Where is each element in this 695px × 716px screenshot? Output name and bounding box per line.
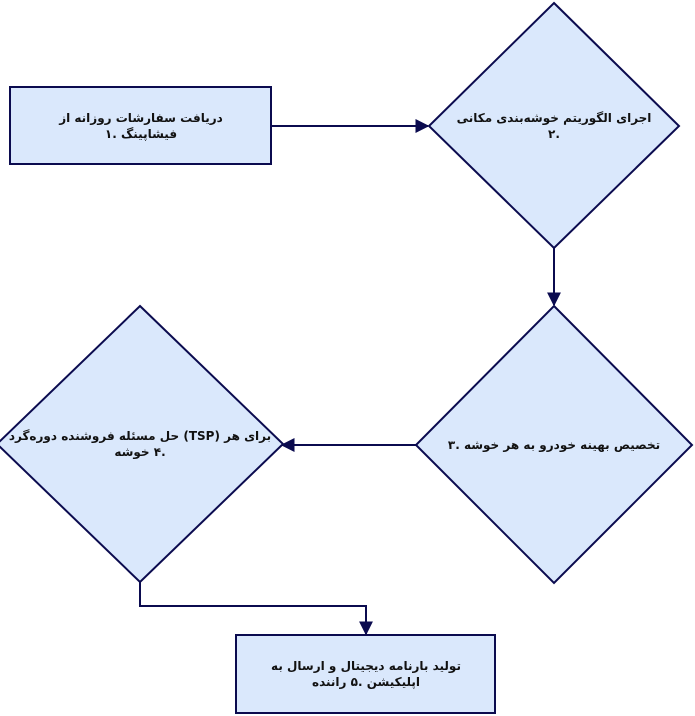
step-3-label: تخصیص بهینه خودرو به هر خوشه .۳ — [447, 438, 661, 452]
step-1-box — [9, 86, 272, 165]
step-1-label: دریافت سفارشات روزانه از فیشاپینگ .۱ — [59, 110, 223, 141]
step-2-diamond — [427, 1, 681, 250]
step-4-diamond — [0, 304, 285, 584]
step-3-diamond — [414, 304, 694, 585]
edge-4-to-5 — [139, 582, 373, 636]
step-2-label: اجرای الگوریتم خوشه‌بندی مکانی .۲ — [456, 111, 652, 141]
step-4-label: برای هر (TSP) حل مسئله فروشنده دوره‌گرد … — [8, 429, 272, 459]
step-5-label: تولید بارنامه دیجیتال و ارسال به اپلیکیش… — [271, 659, 461, 689]
step-5-box — [235, 634, 496, 714]
